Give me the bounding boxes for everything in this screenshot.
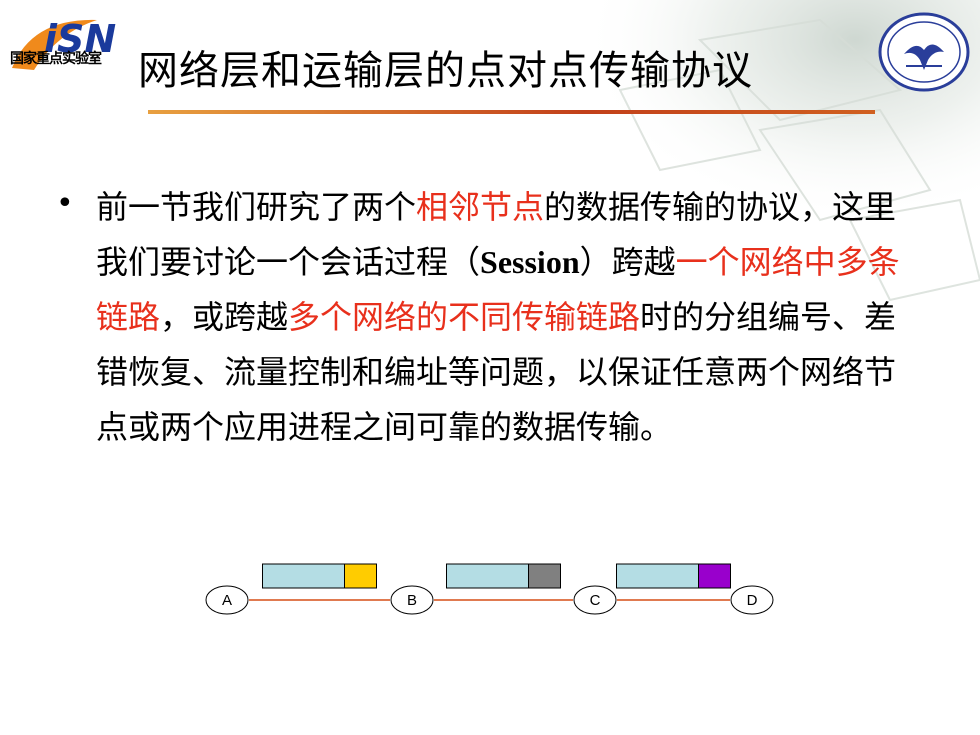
paragraph-text: 前一节我们研究了两个 (96, 188, 417, 226)
lab-label: 国家重点实验室 (10, 51, 102, 67)
university-seal (878, 12, 970, 92)
bullet-paragraph: 前一节我们研究了两个相邻节点的数据传输的协议，这里我们要讨论一个会话过程（Ses… (96, 180, 906, 455)
node-label: C (590, 592, 601, 609)
packet-body (616, 563, 699, 589)
highlight-text: 一个网络中多条链路 (96, 243, 900, 336)
paragraph-text: 时的分组编号、差错恢复、流量控制和编址等问题，以保证任意两个网络节点或两个应用进… (96, 298, 897, 446)
bullet-marker: • (56, 186, 74, 221)
logo-text: iSN (44, 17, 116, 61)
node-label: D (747, 592, 758, 609)
paragraph-text: 的数据传输的协议，这里我们要讨论一个会话过程（ (96, 188, 897, 281)
node-b (390, 585, 434, 615)
packet-tail (344, 563, 377, 589)
packet-tail (528, 563, 561, 589)
paragraph-text: ，或跨越 (160, 298, 289, 336)
isn-logo: iSN (12, 17, 116, 70)
paragraph-text: ）跨越 (579, 243, 676, 281)
packet-body (446, 563, 529, 589)
node-c (573, 585, 617, 615)
node-label: A (222, 592, 232, 609)
node-a (205, 585, 249, 615)
page-title: 网络层和运输层的点对点传输协议 (138, 48, 753, 94)
packet-tail (698, 563, 731, 589)
title-underline (148, 110, 875, 114)
highlight-text: 相邻节点 (416, 188, 545, 226)
node-label: B (407, 592, 417, 609)
packet-body (262, 563, 345, 589)
paragraph-text: Session (480, 244, 580, 280)
node-d (730, 585, 774, 615)
network-diagram: A B C D (205, 563, 774, 615)
highlight-text: 多个网络的不同传输链路 (288, 298, 641, 336)
